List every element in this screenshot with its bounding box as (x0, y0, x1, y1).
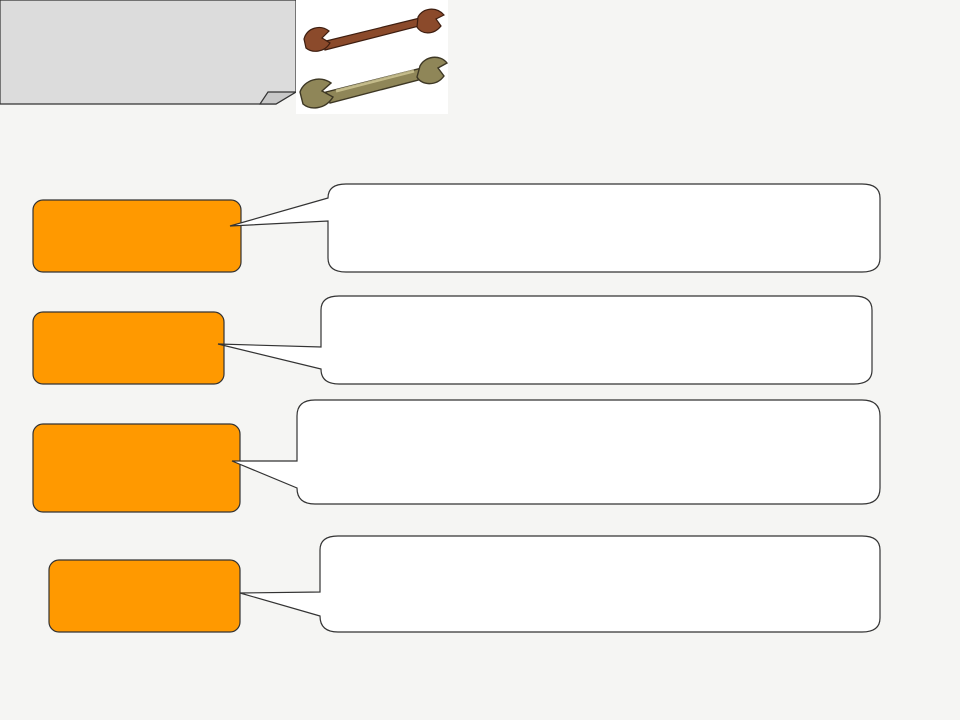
item-label-box (48, 559, 241, 633)
speech-callout (231, 399, 881, 505)
item-1 (32, 183, 881, 273)
item-3 (32, 399, 881, 513)
item-4 (48, 535, 881, 633)
wrench-icon (296, 0, 449, 114)
folded-note (0, 0, 299, 105)
speech-callout (239, 535, 881, 633)
item-label-box (32, 311, 225, 385)
item-label-box (32, 199, 242, 273)
top-wrench (303, 8, 445, 52)
item-2 (32, 295, 873, 385)
speech-callout (229, 183, 881, 273)
bottom-wrench (299, 56, 449, 109)
item-label-box (32, 423, 241, 513)
speech-callout (217, 295, 873, 385)
note-card (0, 0, 297, 105)
